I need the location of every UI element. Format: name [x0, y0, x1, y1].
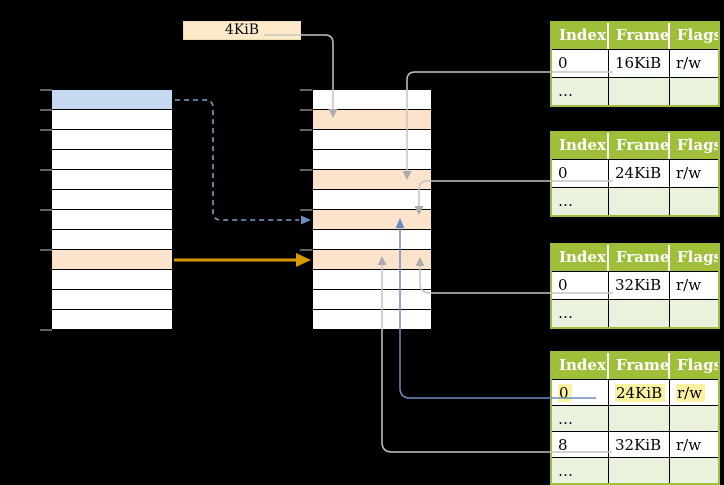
column-header: Frame — [609, 245, 670, 271]
column-header: Index — [552, 23, 609, 49]
virtual-memory-row — [52, 230, 172, 250]
physical-memory-row — [313, 190, 431, 210]
virtual-memory-row — [52, 290, 172, 310]
page-table-cell: … — [552, 457, 609, 483]
physical-memory-row — [313, 270, 431, 290]
page-table-row: … — [552, 187, 718, 215]
page-table-cell: 0 — [552, 271, 609, 299]
virtual-memory-row — [52, 90, 172, 110]
page-table-cell: 0 — [552, 49, 609, 77]
page-table-cell: 0 — [552, 159, 609, 187]
page-table-cell: r/w — [670, 49, 718, 77]
physical-memory-row — [313, 130, 431, 150]
column-header: Index — [552, 353, 609, 379]
page-table-row: … — [552, 77, 718, 105]
page-table-cell: 0 — [552, 379, 609, 405]
physical-memory-ticks — [300, 89, 312, 251]
page-table-cell — [670, 187, 718, 215]
physical-memory-column — [313, 90, 431, 330]
page-table-cell: r/w — [670, 159, 718, 187]
page-table-cell: 24KiB — [609, 159, 670, 187]
column-header: Frame — [609, 133, 670, 159]
physical-memory-row — [313, 150, 431, 170]
virtual-memory-row — [52, 170, 172, 190]
column-header: Flags — [670, 353, 718, 379]
column-header: Index — [552, 133, 609, 159]
column-header: Frame — [609, 23, 670, 49]
page-table-row: … — [552, 299, 718, 327]
column-header: Frame — [609, 353, 670, 379]
column-header: Flags — [670, 245, 718, 271]
page-table-cell — [670, 405, 718, 431]
physical-memory-row — [313, 110, 431, 130]
virtual-memory-row — [52, 150, 172, 170]
page-table-cell: … — [552, 77, 609, 105]
virtual-memory-row — [52, 250, 172, 270]
column-header: Flags — [670, 23, 718, 49]
page-table-cell: … — [552, 405, 609, 431]
virtual-memory-column — [52, 90, 172, 330]
page-table-cell: 16KiB — [609, 49, 670, 77]
page-table-cell — [609, 405, 670, 431]
column-header: Index — [552, 245, 609, 271]
page-table-cell: r/w — [670, 271, 718, 299]
virtual-memory-row — [52, 190, 172, 210]
page-table-cell — [609, 299, 670, 327]
physical-memory-row — [313, 170, 431, 190]
page-table-cell: … — [552, 187, 609, 215]
page-table-cell: 24KiB — [609, 379, 670, 405]
physical-memory-row — [313, 210, 431, 230]
column-header: Flags — [670, 133, 718, 159]
frame-size-label: 4KiB — [183, 21, 301, 40]
physical-memory-row — [313, 230, 431, 250]
physical-memory-row — [313, 290, 431, 310]
page-table-cell — [609, 77, 670, 105]
page-table-cell: 32KiB — [609, 271, 670, 299]
page-table-cell — [670, 77, 718, 105]
page-table-row: … — [552, 457, 718, 483]
page-table-cell — [609, 457, 670, 483]
arrow-virtual-page0-mapping — [175, 99, 311, 225]
virtual-memory-row — [52, 130, 172, 150]
page-table-cell — [609, 187, 670, 215]
page-table-cell: r/w — [670, 431, 718, 457]
page-table-cell: 32KiB — [609, 431, 670, 457]
virtual-memory-row — [52, 210, 172, 230]
physical-memory-row — [313, 90, 431, 110]
physical-memory-row — [313, 310, 431, 330]
page-table-cell — [670, 299, 718, 327]
virtual-memory-row — [52, 310, 172, 330]
page-table-cell — [670, 457, 718, 483]
virtual-memory-row — [52, 270, 172, 290]
page-table-row: … — [552, 405, 718, 431]
physical-memory-row — [313, 250, 431, 270]
virtual-memory-row — [52, 110, 172, 130]
virtual-memory-ticks — [40, 89, 52, 331]
page-table-cell: 8 — [552, 431, 609, 457]
page-table-cell: … — [552, 299, 609, 327]
arrow-virtual-page8-mapping — [174, 253, 311, 267]
page-table-cell: r/w — [670, 379, 718, 405]
